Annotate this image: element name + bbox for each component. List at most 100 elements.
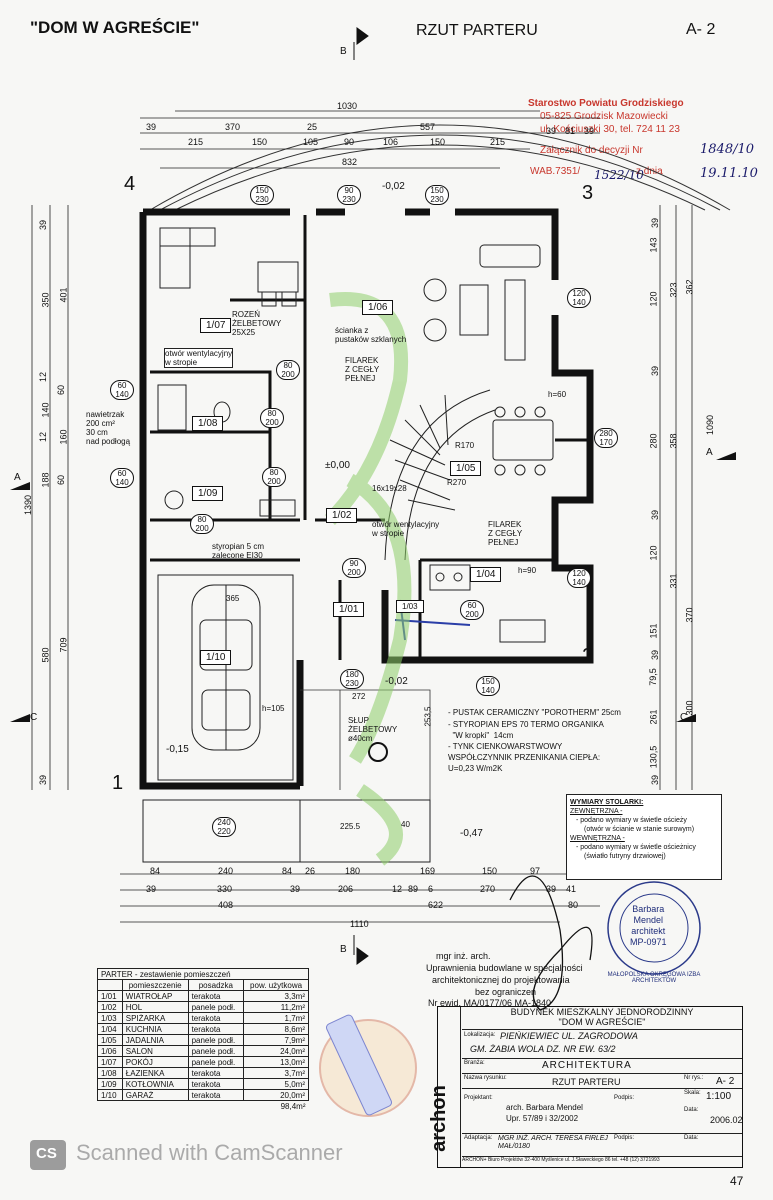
room-area: 7,9m² xyxy=(243,1034,309,1046)
section-mark-b-bottom: B xyxy=(340,944,347,955)
architect-seal-name: Barbara Mendel architekt MP-0971 xyxy=(630,904,667,947)
room-no: 1/02 xyxy=(97,1001,123,1013)
title-scale: Skala: 1:100 xyxy=(462,1089,742,1103)
level-terrace: -0,47 xyxy=(460,828,483,839)
number-value: A- 2 xyxy=(716,1076,735,1087)
opening-label: 280 170 xyxy=(594,428,618,448)
opening-label: 180 230 xyxy=(340,669,364,689)
scale-label: Skala: xyxy=(684,1090,701,1096)
annot-vent-2: otwór wentylacyjny w stropie xyxy=(372,520,440,538)
annot-r270: R270 xyxy=(447,478,467,487)
sheet-value: RZUT PARTERU xyxy=(552,1077,621,1087)
dim-right-5: 362 xyxy=(684,279,695,295)
opening-label: 80 200 xyxy=(276,360,300,380)
joinery-ext-1: - podano wymiary w świetle ościeży xyxy=(576,817,687,824)
corner-number-4: 4 xyxy=(124,173,136,195)
dim-top-r1-7: 39 xyxy=(584,126,595,136)
annot-vent-1: otwór wentylacyjny w stropie xyxy=(164,348,234,368)
architect-perm-1: Uprawnienia budowlane w specjalności xyxy=(426,963,583,973)
title-location: Lokalizacja: PIEŃKIEWIEC UL. ZAGRODOWA G… xyxy=(462,1030,742,1059)
dim-top-r1-5: 39 xyxy=(546,126,557,136)
dim-right-11: 120 xyxy=(648,545,659,561)
room-floor: terakota xyxy=(187,990,245,1002)
opening-label: 240 220 xyxy=(212,817,236,837)
wall-legend-6: U=0,23 W/m2K xyxy=(448,764,503,773)
room-floor: terakota xyxy=(187,1078,245,1090)
room-table-header: posadzka xyxy=(187,979,245,991)
dim-right-17: 261 xyxy=(648,709,659,725)
dim-top-r1-3: 25 xyxy=(307,122,318,132)
dim-bot-r1-6: 169 xyxy=(420,866,436,876)
dim-top-r1-2: 370 xyxy=(225,122,241,132)
annot-dim40: 40 xyxy=(401,820,410,829)
dim-right-13: 370 xyxy=(684,607,695,623)
annot-h90: h=90 xyxy=(518,566,537,575)
annot-stairs: 16x19x28 xyxy=(372,484,407,493)
dim-left-12: 580 xyxy=(40,647,51,663)
room-area: 24,0m² xyxy=(243,1045,309,1057)
dim-bot-r2-8: 270 xyxy=(480,884,496,894)
architect-reg: Nr ewid. MA/0177/06 MA-1840 xyxy=(428,998,552,1008)
sheet-title: RZUT PARTERU xyxy=(416,22,538,39)
dim-overall-top: 1030 xyxy=(337,101,358,111)
dim-left-1: 39 xyxy=(38,219,49,231)
room-name: ŁAZIENKA xyxy=(121,1067,189,1079)
room-tag-1-07: 1/07 xyxy=(200,318,232,333)
designer-permit: Upr. 57/89 i 32/2002 xyxy=(506,1114,579,1123)
dim-left-2: 350 xyxy=(40,292,51,308)
joinery-title: WYMIARY STOLARKI: xyxy=(570,799,644,806)
branch-label: Branża: xyxy=(464,1060,485,1066)
room-area: 5,0m² xyxy=(243,1078,309,1090)
sheet-label: Nazwa rysunku: xyxy=(464,1075,507,1081)
dim-bot-r1-8: 97 xyxy=(530,866,541,876)
sign-label: Podpis: xyxy=(614,1095,635,1101)
opening-label: 90 230 xyxy=(337,185,361,205)
opening-label: 150 140 xyxy=(476,676,500,696)
dim-bot-r2-4: 206 xyxy=(338,884,354,894)
room-name: KOTŁOWNIA xyxy=(121,1078,189,1090)
dim-bot-r1-2: 240 xyxy=(218,866,234,876)
opening-label: 90 200 xyxy=(342,558,366,578)
dim-left-4: 12 xyxy=(38,371,49,383)
room-area: 1,7m² xyxy=(243,1012,309,1024)
dim-bot-r2-10: 41 xyxy=(566,884,577,894)
annot-r170: R170 xyxy=(455,441,475,450)
dim-top-inner: 832 xyxy=(342,157,358,167)
room-floor: terakota xyxy=(187,1023,245,1035)
room-area: 20,0m² xyxy=(243,1089,309,1101)
building-type: BUDYNEK MIESZKALNY JEDNORODZINNY xyxy=(510,1007,694,1017)
opening-label: 80 200 xyxy=(260,408,284,428)
room-table-header: pomieszczenie xyxy=(121,979,189,991)
designer-name: arch. Barbara Mendel xyxy=(506,1103,583,1112)
dim-left-6: 140 xyxy=(40,402,51,418)
branch-value: ARCHITEKTURA xyxy=(542,1060,632,1071)
location-label: Lokalizacja: xyxy=(464,1032,496,1038)
section-mark-a-left: A xyxy=(14,472,21,483)
level-garage: -0,15 xyxy=(166,744,189,755)
designer-label: Projektant: xyxy=(464,1095,493,1101)
dim-bot-r2-7: 6 xyxy=(428,884,434,894)
office-stamp-line4: Załącznik do decyzji Nr xyxy=(540,145,643,156)
dim-bot-overall: 1110 xyxy=(350,919,369,929)
opening-label: 150 230 xyxy=(250,185,274,205)
room-name: WIATROŁAP xyxy=(121,990,189,1002)
room-tag-1-03: 1/03 xyxy=(396,600,424,613)
joinery-ext-2: (otwór w ścianie w stanie surowym) xyxy=(584,826,695,833)
office-stamp-line1: Starostwo Powiatu Grodziskiego xyxy=(528,98,684,109)
room-floor: terakota xyxy=(187,1067,245,1079)
scale-value: 1:100 xyxy=(706,1091,732,1102)
dim-bot-r2-6: 89 xyxy=(408,884,419,894)
room-tag-1-09: 1/09 xyxy=(192,486,224,501)
camscanner-watermark: Scanned with CamScanner xyxy=(76,1140,343,1165)
dim-top-r2-2: 150 xyxy=(252,137,268,147)
wall-legend-5: WSPÓŁCZYNNIK PRZENIKANIA CIEPŁA: xyxy=(448,753,601,762)
dim-left-8: 160 xyxy=(58,429,69,445)
